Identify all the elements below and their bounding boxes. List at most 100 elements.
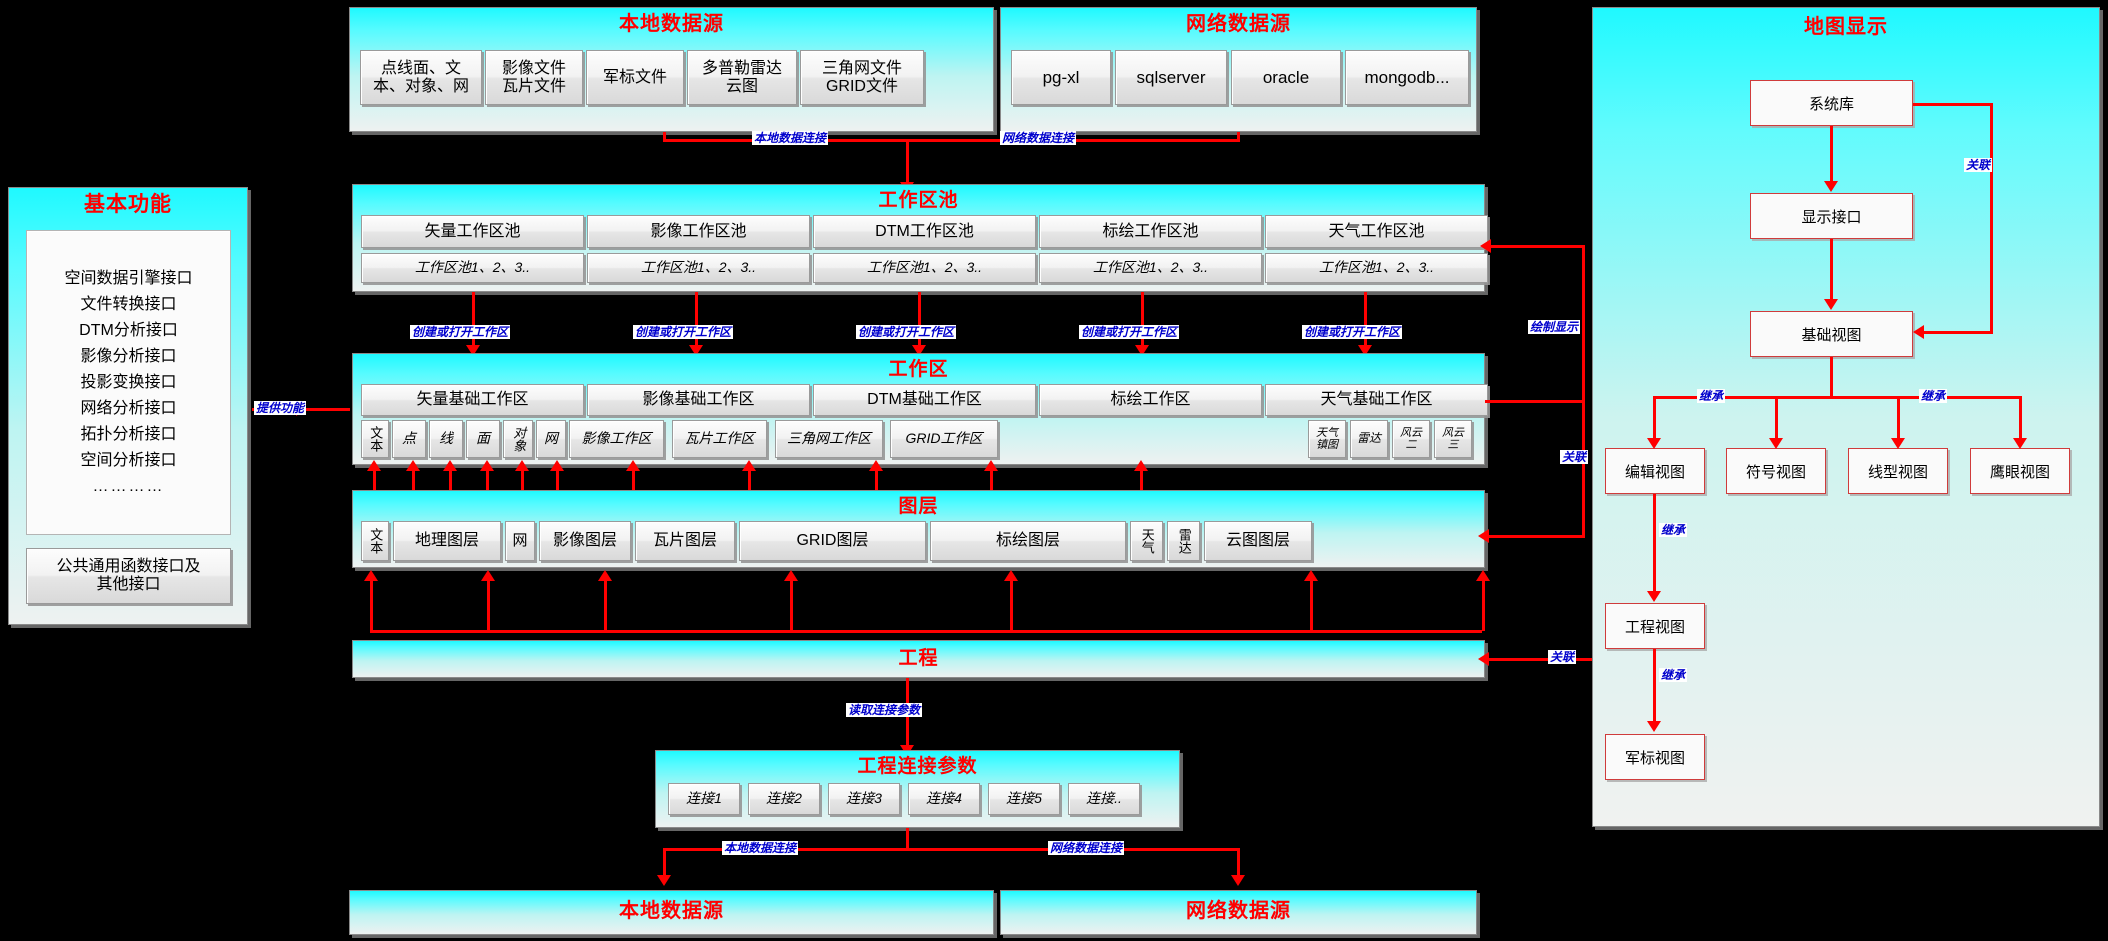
edge-label-create-open-5: 创建或打开工作区: [1302, 325, 1403, 339]
arrow-layer-up-6: [550, 460, 564, 471]
conn-param-6[interactable]: 连接..: [1068, 783, 1140, 815]
panel-network-datasource-bottom: 网络数据源: [1000, 890, 1477, 935]
datasource-item-tin-grid-file[interactable]: 三角网文件 GRID文件: [800, 50, 924, 105]
workspace-base-plot[interactable]: 标绘工作区: [1039, 384, 1262, 416]
layer-geo[interactable]: 地理图层: [393, 521, 501, 561]
edge-label-create-open-3: 创建或打开工作区: [856, 325, 957, 339]
arrow-create-open-5: [1358, 345, 1372, 356]
panel-network-datasource-top: 网络数据源 pg-xl sqlserver oracle mongodb...: [1000, 7, 1477, 132]
ws-sub-point[interactable]: 点: [392, 420, 426, 458]
ws-sub-grid-workspace[interactable]: GRID工作区: [890, 420, 998, 458]
connector-project-up-7: [1482, 578, 1485, 631]
arrow-project-up-7: [1476, 570, 1490, 581]
arrow-layer-up-7: [626, 460, 640, 471]
conn-param-3[interactable]: 连接3: [828, 783, 900, 815]
ws-sub-polygon[interactable]: 面: [466, 420, 500, 458]
layer-tile[interactable]: 瓦片图层: [635, 521, 735, 561]
panel-title-basic-functions: 基本功能: [84, 193, 172, 216]
datasource-item-doppler-radar[interactable]: 多普勒雷达 云图: [687, 50, 797, 105]
conn-param-2[interactable]: 连接2: [748, 783, 820, 815]
layer-grid[interactable]: GRID图层: [739, 521, 926, 561]
map-node-eagle-view[interactable]: 鹰眼视图: [1970, 448, 2070, 494]
workspace-base-vector[interactable]: 矢量基础工作区: [361, 384, 584, 416]
network-ds-pgxl[interactable]: pg-xl: [1011, 50, 1111, 105]
ws-sub-tile-workspace[interactable]: 瓦片工作区: [672, 420, 767, 458]
map-node-line-view[interactable]: 线型视图: [1848, 448, 1948, 494]
ws-sub-radar[interactable]: 雷达: [1350, 420, 1388, 458]
ws-sub-network[interactable]: 网: [536, 420, 566, 458]
layer-network[interactable]: 网: [505, 521, 535, 561]
network-ds-oracle[interactable]: oracle: [1231, 50, 1341, 105]
map-node-base-view[interactable]: 基础视图: [1750, 311, 1913, 357]
interface-topology-analysis: 拓扑分析接口: [80, 425, 177, 443]
datasource-item-milmark-file[interactable]: 军标文件: [586, 50, 684, 105]
ws-sub-tin-workspace[interactable]: 三角网工作区: [775, 420, 883, 458]
map-node-symbol-view[interactable]: 符号视图: [1726, 448, 1826, 494]
panel-title-local-datasource-bottom: 本地数据源: [619, 900, 724, 922]
map-node-display-interface[interactable]: 显示接口: [1750, 193, 1913, 239]
connector-relate-layers-v: [1582, 400, 1585, 537]
workspace-base-dtm[interactable]: DTM基础工作区: [813, 384, 1036, 416]
workspace-base-image[interactable]: 影像基础工作区: [587, 384, 810, 416]
map-arrow-inherit-1: [1647, 438, 1661, 449]
connector-layer-up-1: [373, 465, 376, 491]
arrow-params-to-network: [1231, 875, 1245, 886]
pool-instances-weather[interactable]: 工作区池1、2、3..: [1265, 253, 1488, 283]
layer-cloud[interactable]: 云图图层: [1204, 521, 1312, 561]
layer-text[interactable]: 文本: [361, 521, 389, 561]
layer-plot[interactable]: 标绘图层: [930, 521, 1126, 561]
connector-local-ds-down: [663, 132, 666, 141]
map-node-system-lib[interactable]: 系统库: [1750, 80, 1913, 126]
pool-category-plot[interactable]: 标绘工作区池: [1039, 215, 1262, 248]
arrow-layer-up-10: [984, 460, 998, 471]
ws-sub-object[interactable]: 对象: [503, 420, 533, 458]
panel-title-network-datasource-top: 网络数据源: [1186, 13, 1291, 35]
conn-param-5[interactable]: 连接5: [988, 783, 1060, 815]
pool-instances-vector[interactable]: 工作区池1、2、3..: [361, 253, 584, 283]
arrow-layer-up-1: [367, 460, 381, 471]
pool-category-image[interactable]: 影像工作区池: [587, 215, 810, 248]
layer-weather[interactable]: 天气: [1130, 521, 1163, 561]
layer-image[interactable]: 影像图层: [539, 521, 631, 561]
map-conn-inherit-1: [1653, 396, 1656, 441]
network-ds-sqlserver[interactable]: sqlserver: [1115, 50, 1227, 105]
panel-title-local-datasource-top: 本地数据源: [619, 13, 724, 35]
arrow-project-up-3: [598, 570, 612, 581]
map-node-edit-view[interactable]: 编辑视图: [1605, 448, 1705, 494]
arrow-relate-project: [1478, 652, 1489, 666]
conn-param-4[interactable]: 连接4: [908, 783, 980, 815]
pool-instances-plot[interactable]: 工作区池1、2、3..: [1039, 253, 1262, 283]
connector-create-open-1: [472, 292, 475, 347]
arrow-layer-up-4: [480, 460, 494, 471]
map-node-project-view[interactable]: 工程视图: [1605, 603, 1705, 649]
pool-category-weather[interactable]: 天气工作区池: [1265, 215, 1488, 248]
connector-params-down: [906, 828, 909, 850]
map-node-milmark-view[interactable]: 军标视图: [1605, 734, 1705, 780]
layer-radar[interactable]: 雷达: [1167, 521, 1200, 561]
pool-category-vector[interactable]: 矢量工作区池: [361, 215, 584, 248]
workspace-base-weather[interactable]: 天气基础工作区: [1265, 384, 1488, 416]
ws-sub-line[interactable]: 线: [429, 420, 463, 458]
connector-params-to-local: [663, 848, 666, 878]
common-function-interface-button[interactable]: 公共通用函数接口及 其他接口: [26, 548, 231, 604]
ws-sub-weather-map[interactable]: 天气 镇图: [1308, 420, 1346, 458]
pool-instances-dtm[interactable]: 工作区池1、2、3..: [813, 253, 1036, 283]
datasource-item-image-file[interactable]: 影像文件 瓦片文件: [485, 50, 583, 105]
panel-map-display: 地图显示 系统库 显示接口 基础视图 编辑视图 符号视图 线型视图 鹰眼视图 工…: [1592, 7, 2100, 827]
datasource-item-points-lines[interactable]: 点线面、文 本、对象、网: [360, 50, 482, 105]
ws-sub-fengyun-3[interactable]: 风云 三: [1434, 420, 1472, 458]
network-ds-mongodb[interactable]: mongodb...: [1345, 50, 1469, 105]
connector-ds-merge-down: [906, 139, 909, 184]
ws-sub-text[interactable]: 文本: [361, 420, 389, 458]
connector-layer-up-9: [875, 465, 878, 491]
pool-instances-image[interactable]: 工作区池1、2、3..: [587, 253, 810, 283]
map-conn-syslib-display: [1830, 126, 1833, 183]
ws-sub-image-workspace[interactable]: 影像工作区: [569, 420, 664, 458]
pool-category-dtm[interactable]: DTM工作区池: [813, 215, 1036, 248]
conn-param-1[interactable]: 连接1: [668, 783, 740, 815]
ws-sub-fengyun-2[interactable]: 风云 二: [1392, 420, 1430, 458]
panel-title-project: 工程: [898, 648, 939, 669]
edge-label-local-data-conn-top: 本地数据连接: [752, 131, 829, 145]
panel-title-network-datasource-bottom: 网络数据源: [1186, 900, 1291, 922]
arrow-relate-layers: [1478, 529, 1489, 543]
